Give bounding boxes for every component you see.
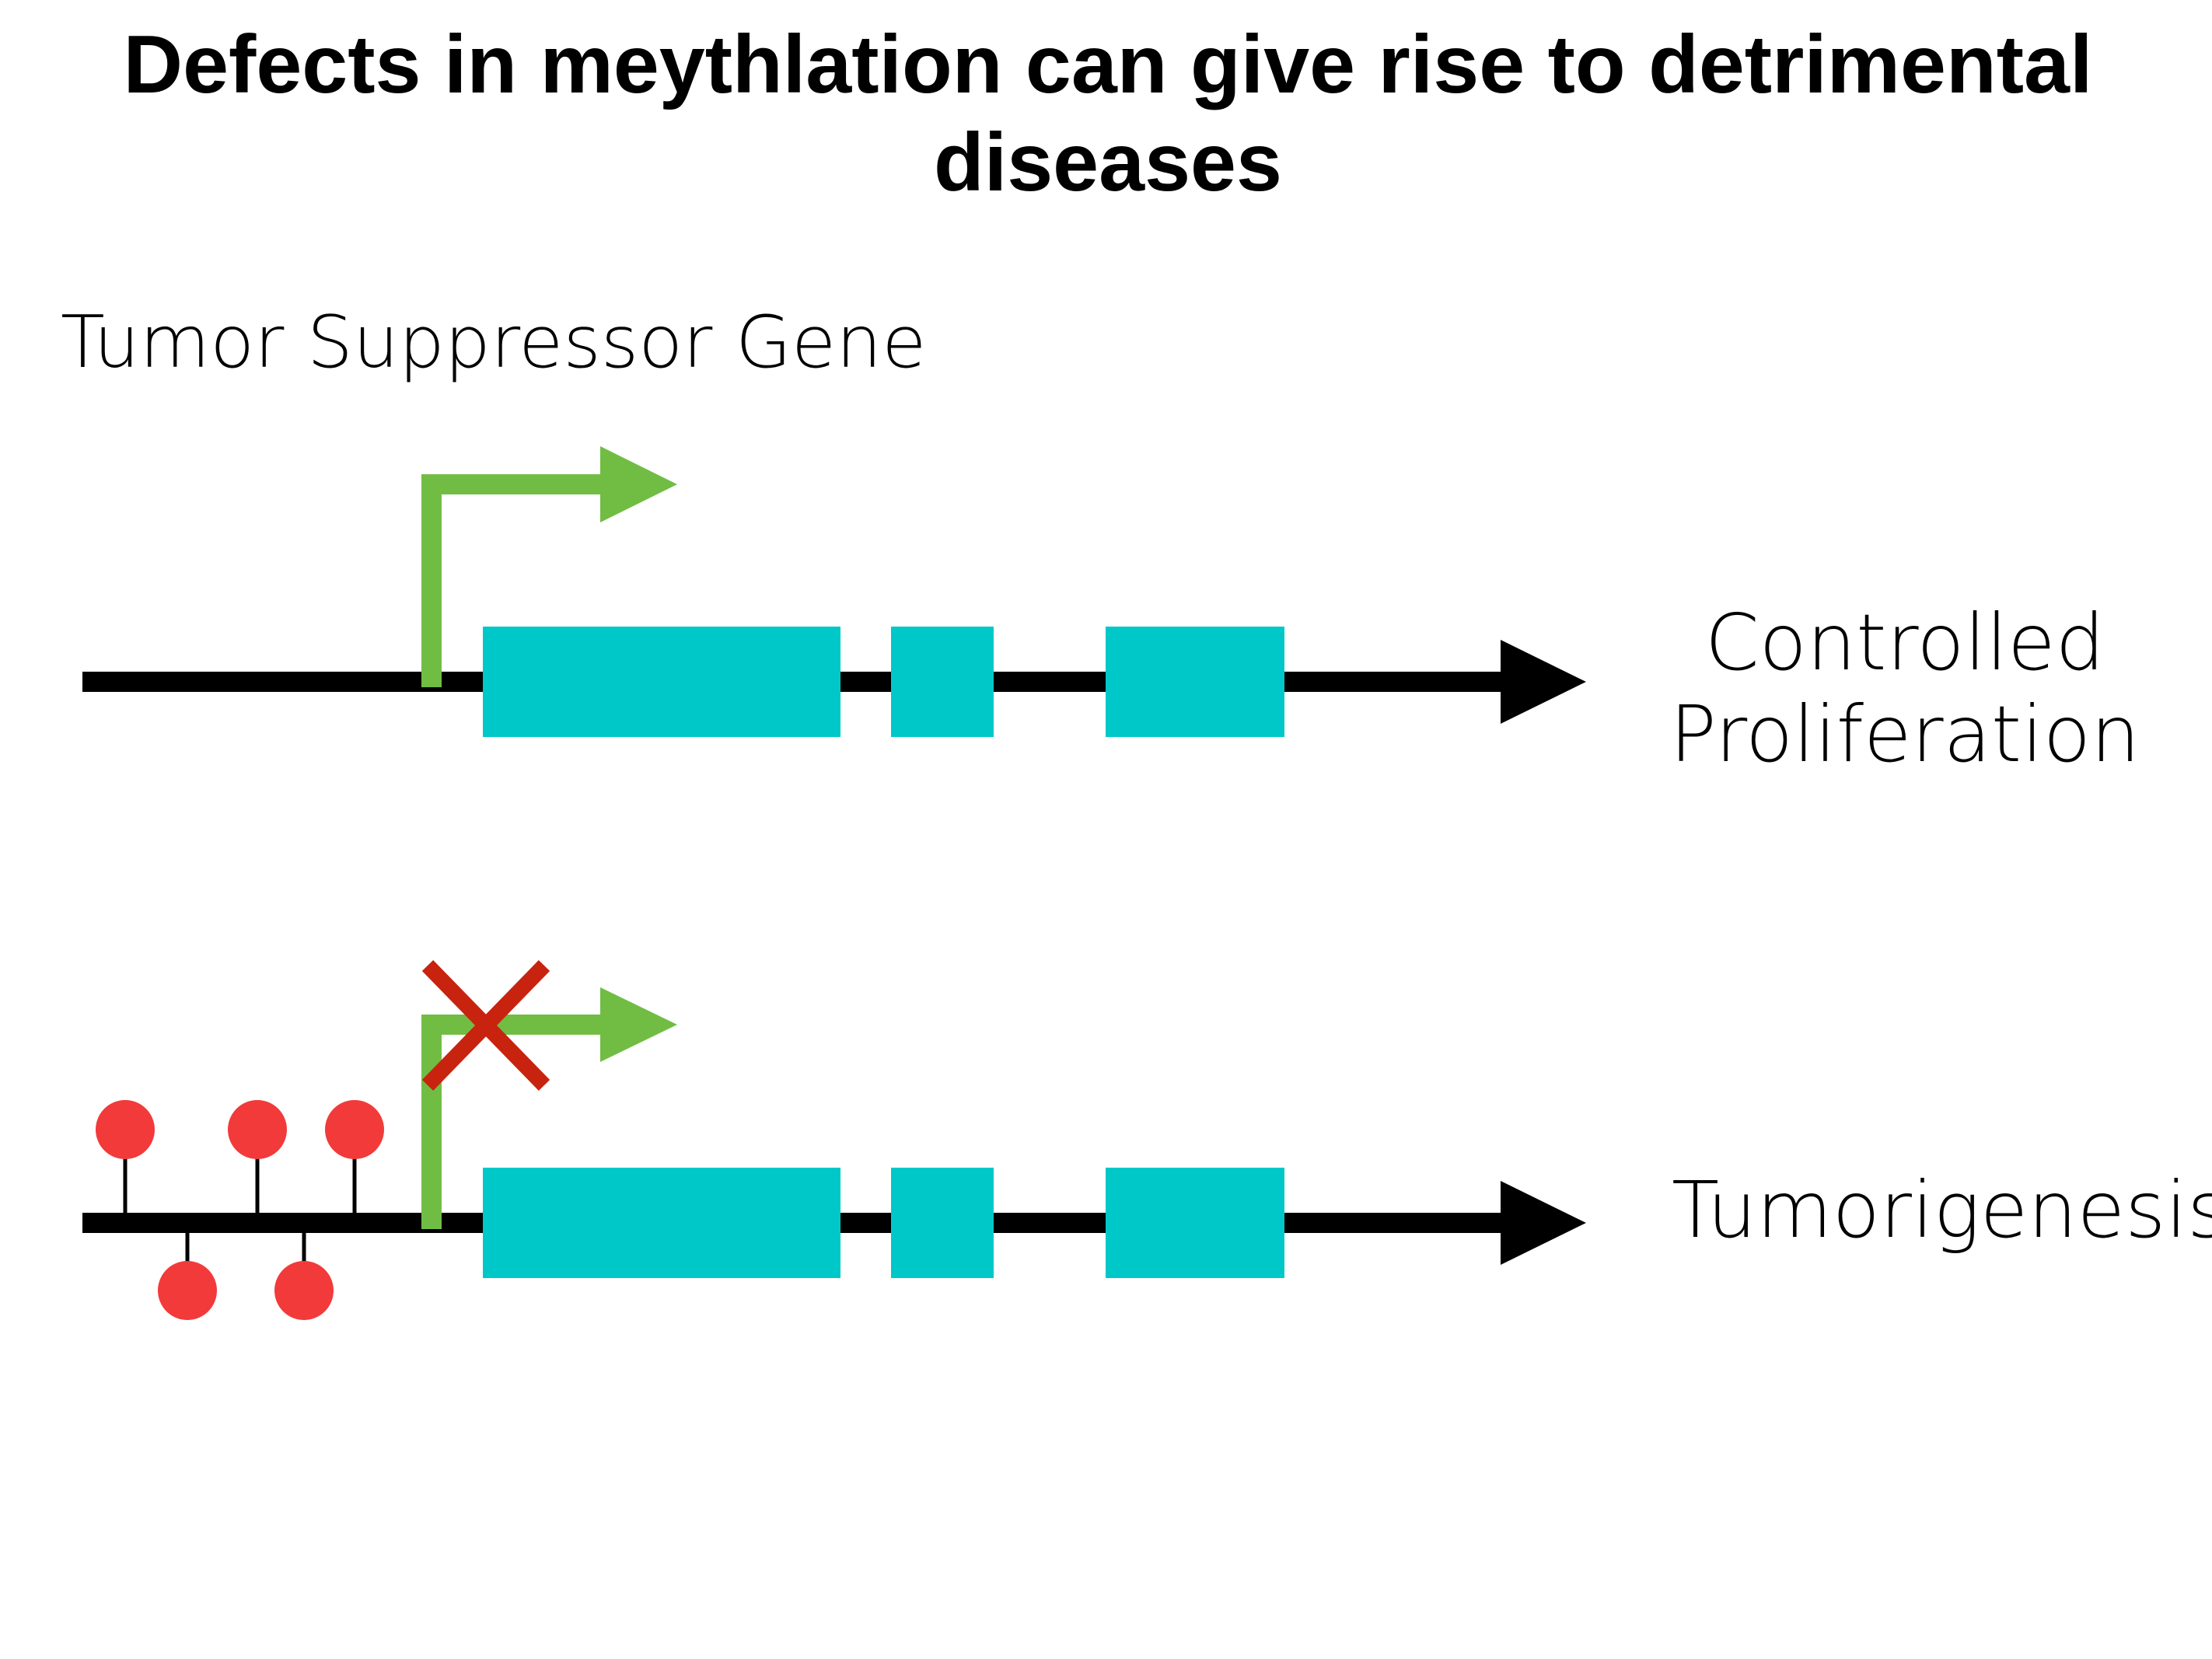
exon-1 [483,1168,840,1278]
exons [483,1168,1284,1278]
outcome-top-text: Controlled Proliferation [1669,597,2140,780]
promoter-arrow [421,446,677,687]
lollipop-icon [274,1223,334,1320]
bent-arrow-icon [421,1015,614,1229]
x-mark-stroke [421,960,550,1091]
exon-2 [891,627,994,737]
exon-3 [1106,1168,1284,1278]
lollipop-icon [228,1100,287,1223]
exon-1 [483,627,840,737]
gene-label: Tumor Suppressor Gene [61,300,927,384]
lollipop-icon [158,1223,217,1320]
exons [483,627,1284,737]
dna-arrowhead-icon [1501,1181,1586,1265]
lollipop-icon [325,1100,384,1223]
slide-title: Defects in meythlation can give rise to … [123,19,2093,208]
dna-arrowhead-icon [1501,640,1586,724]
methylation-marks [96,1100,384,1320]
promoter-arrowhead-icon [600,446,677,522]
exon-3 [1106,627,1284,737]
normal-gene-row [82,446,1586,737]
outcome-tumorigenesis: Tumorigenesis [1672,1165,2212,1256]
promoter-arrowhead-icon [600,987,677,1062]
exon-2 [891,1168,994,1278]
lollipop-icon [96,1100,155,1223]
block-cross [421,960,550,1091]
promoter-arrow [421,987,677,1229]
outcome-controlled-proliferation: Controlled Proliferation [1656,597,2154,781]
bent-arrow-icon [421,474,614,687]
methylated-gene-row [82,960,1586,1320]
